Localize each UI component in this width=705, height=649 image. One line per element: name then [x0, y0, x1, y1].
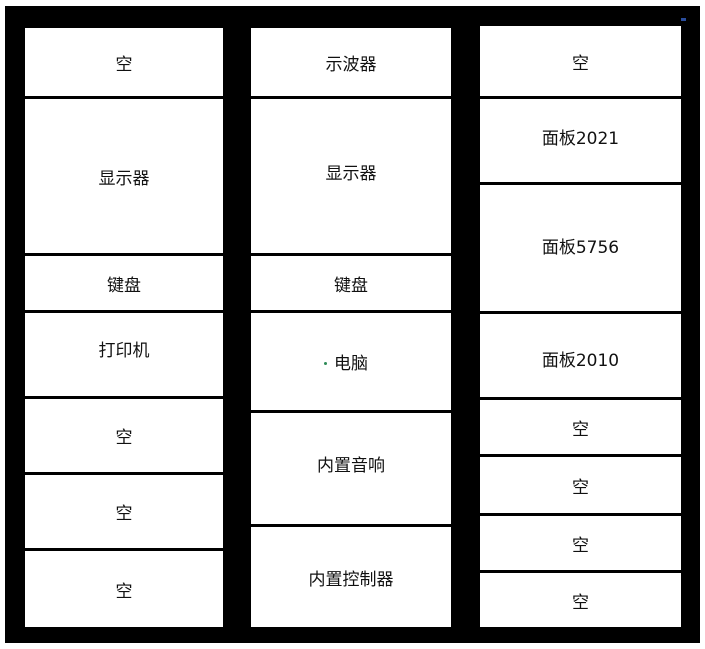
slot-label: 显示器 [98, 168, 150, 189]
slot-label: 空 [572, 535, 589, 556]
slot-1-1: 空 [25, 28, 223, 99]
slot-label: 内置控制器 [308, 569, 394, 590]
slot-label: 显示器 [325, 163, 377, 184]
slot-1-6: 空 [25, 475, 223, 551]
slot-1-5: 空 [25, 399, 223, 475]
slot-2-3: 键盘 [251, 256, 451, 313]
slot-label: 空 [572, 53, 589, 74]
slot-label: 示波器 [325, 54, 377, 75]
slot-1-2: 显示器 [25, 99, 223, 256]
slot-label: 打印机 [98, 341, 150, 361]
rack-column-3: 空 面板2021 面板5756 面板2010 空 空 空 空 [477, 23, 684, 630]
slot-2-1: 示波器 [251, 28, 451, 99]
slot-2-5: 内置音响 [251, 413, 451, 527]
slot-label: 电脑 [334, 354, 368, 374]
slot-2-4: 电脑 [251, 313, 451, 413]
slot-3-4: 面板2010 [480, 314, 681, 400]
rack-column-1: 空 显示器 键盘 打印机 空 空 空 [22, 25, 226, 630]
slot-label: 键盘 [334, 275, 368, 296]
slot-label: 面板2021 [541, 129, 620, 149]
slot-label: 内置音响 [317, 456, 385, 476]
slot-label: 空 [572, 419, 589, 440]
slot-2-2: 显示器 [251, 99, 451, 256]
slot-3-5: 空 [480, 400, 681, 457]
slot-label: 空 [115, 504, 133, 524]
slot-label: 空 [572, 477, 589, 498]
slot-1-3: 键盘 [25, 256, 223, 313]
slot-label: 面板2010 [541, 351, 620, 371]
slot-label: 键盘 [107, 275, 141, 296]
slot-label: 空 [115, 581, 133, 602]
slot-label: 空 [115, 428, 133, 448]
corner-marker [681, 18, 686, 21]
rack-column-2: 示波器 显示器 键盘 电脑 内置音响 内置控制器 [248, 25, 454, 630]
slot-1-7: 空 [25, 551, 223, 627]
slot-3-2: 面板2021 [480, 99, 681, 185]
slot-label: 空 [115, 54, 133, 75]
slot-3-1: 空 [480, 26, 681, 99]
slot-3-7: 空 [480, 516, 681, 573]
slot-3-8: 空 [480, 573, 681, 627]
slot-3-3: 面板5756 [480, 185, 681, 314]
rack-frame: 空 显示器 键盘 打印机 空 空 空 示波器 显示器 键盘 电脑 内置音响 内置… [5, 6, 700, 643]
slot-label: 面板5756 [541, 237, 620, 258]
slot-label: 空 [572, 592, 589, 613]
slot-3-6: 空 [480, 457, 681, 516]
slot-2-6: 内置控制器 [251, 527, 451, 627]
status-dot-icon [324, 362, 327, 365]
slot-1-4: 打印机 [25, 313, 223, 399]
